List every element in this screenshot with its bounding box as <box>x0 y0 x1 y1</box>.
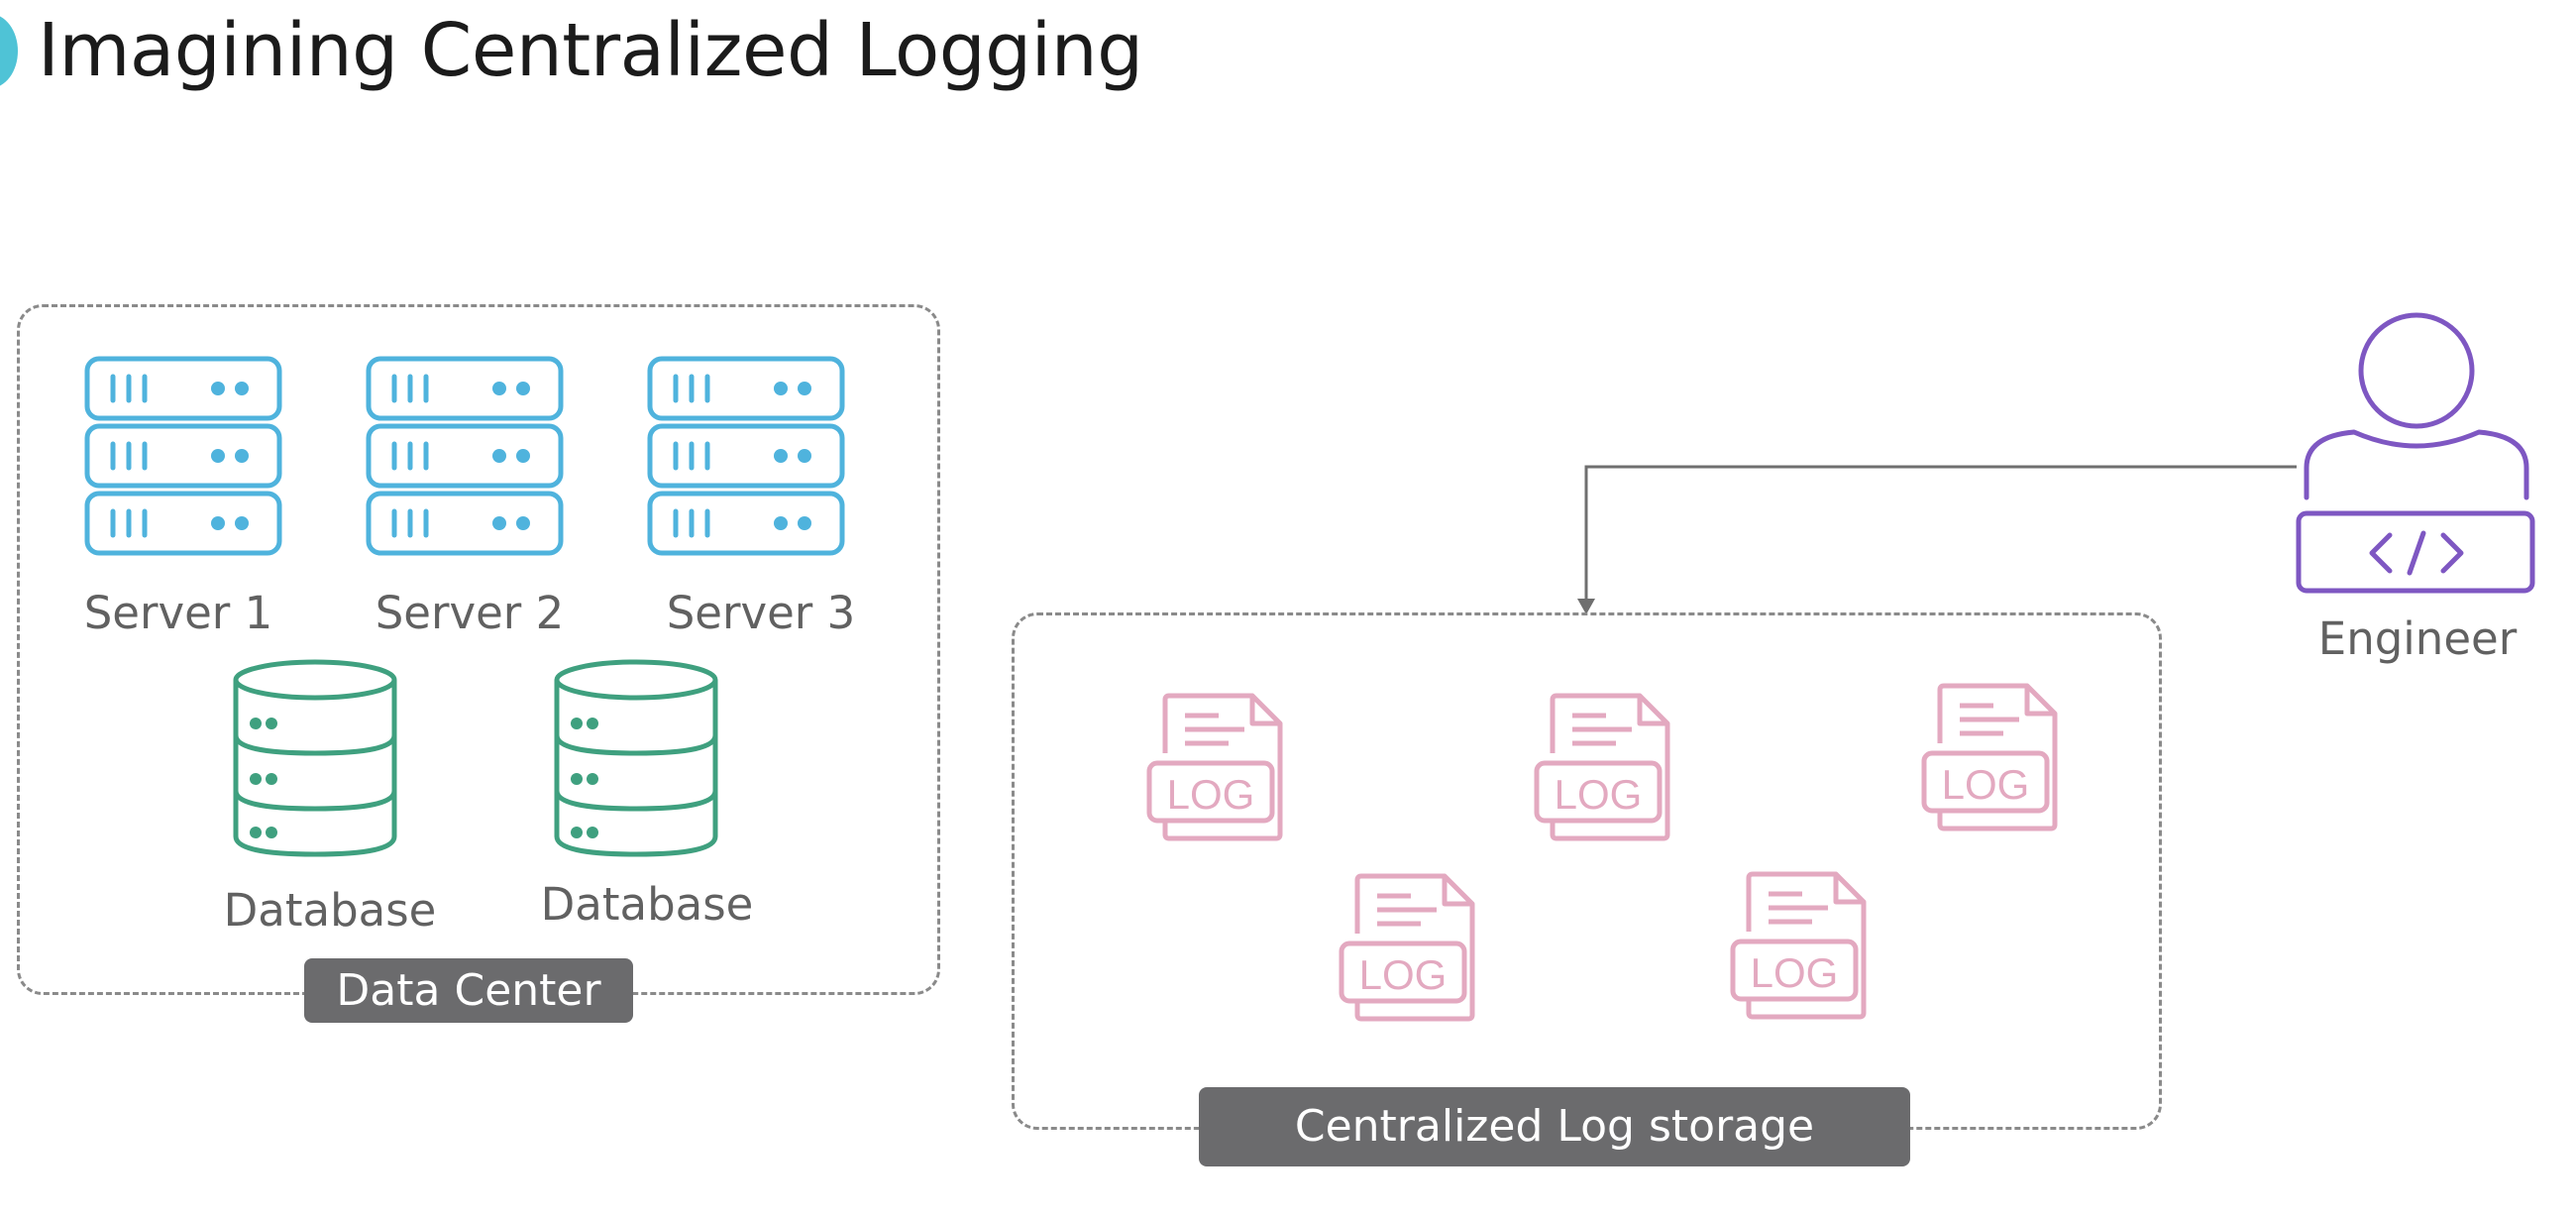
server-3-icon <box>647 356 845 556</box>
data-center-label: Data Center <box>304 958 633 1023</box>
log-file-text: LOG <box>1751 949 1839 996</box>
log-file-icon: LOG <box>1146 693 1283 841</box>
server-2-icon <box>366 356 564 556</box>
log-file-text: LOG <box>1167 771 1255 818</box>
log-file-text: LOG <box>1359 951 1448 998</box>
log-file-text: LOG <box>1942 761 2030 808</box>
log-file-icon: LOG <box>1534 693 1670 841</box>
title-accent-dot <box>0 14 18 88</box>
engineer-icon <box>2296 312 2535 594</box>
log-file-icon: LOG <box>1921 683 2058 831</box>
database-1-icon <box>233 659 397 857</box>
database-2-icon <box>554 659 718 857</box>
log-file-text: LOG <box>1555 771 1643 818</box>
server-3-label: Server 3 <box>666 587 856 639</box>
server-2-label: Server 2 <box>375 587 565 639</box>
engineer-label: Engineer <box>2317 612 2518 665</box>
log-storage-label: Centralized Log storage <box>1199 1087 1910 1166</box>
page-title: Imagining Centralized Logging <box>38 8 1143 93</box>
log-file-icon: LOG <box>1339 873 1475 1022</box>
log-file-icon: LOG <box>1730 871 1867 1020</box>
database-1-label: Database <box>223 884 437 937</box>
server-1-label: Server 1 <box>83 587 273 639</box>
database-2-label: Database <box>540 878 754 931</box>
server-1-icon <box>84 356 282 556</box>
